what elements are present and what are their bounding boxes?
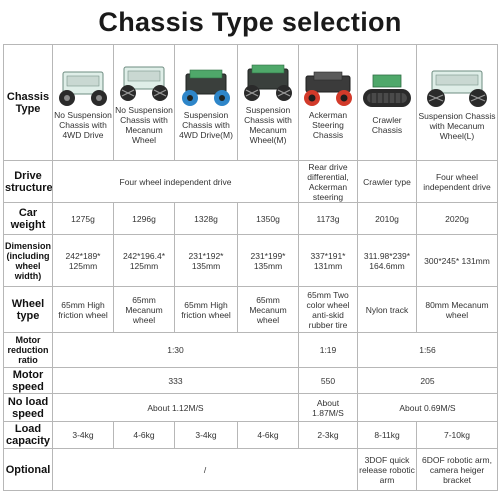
dimension-0: 242*189* 125mm xyxy=(52,234,114,287)
row-drive-structure: Drive structure Four wheel independent d… xyxy=(3,160,498,203)
weight-1: 1296g xyxy=(113,202,175,235)
header-wheel-type: Wheel type xyxy=(3,286,53,333)
chassis-image-2 xyxy=(182,69,230,106)
load-6: 7-10kg xyxy=(416,421,498,449)
chassis-image-3 xyxy=(244,64,292,101)
load-4: 2-3kg xyxy=(298,421,358,449)
weight-3: 1350g xyxy=(237,202,299,235)
load-5: 8-11kg xyxy=(357,421,417,449)
header-load-capacity: Load capacity xyxy=(3,421,53,449)
weight-4: 1173g xyxy=(298,202,358,235)
optional-crawler: 3DOF quick release robotic arm xyxy=(357,448,417,491)
header-optional: Optional xyxy=(3,448,53,491)
dimension-2: 231*192* 135mm xyxy=(174,234,238,287)
header-chassis-type: Chassis Type xyxy=(3,44,53,161)
chassis-cell-0: No Suspension Chassis with 4WD Drive xyxy=(52,44,114,161)
chassis-name-6: Suspension Chassis with Mecanum Wheel(L) xyxy=(418,110,496,141)
wheel-6: 80mm Mecanum wheel xyxy=(416,286,498,333)
row-optional: Optional / 3DOF quick release robotic ar… xyxy=(3,448,498,491)
header-drive-structure: Drive structure xyxy=(3,160,53,203)
chassis-name-5: Crawler Chassis xyxy=(371,114,403,135)
chassis-image-5 xyxy=(363,74,411,107)
row-chassis-type: Chassis Type No Suspension Chassis with … xyxy=(3,44,498,161)
chassis-cell-4: Ackerman Steering Chassis xyxy=(298,44,358,161)
header-car-weight: Car weight xyxy=(3,202,53,235)
optional-a: / xyxy=(52,448,358,491)
row-wheel-type: Wheel type 65mm High friction wheel 65mm… xyxy=(3,286,498,333)
chassis-cell-3: Suspension Chassis with Mecanum Wheel(M) xyxy=(237,44,299,161)
load-1: 4-6kg xyxy=(113,421,175,449)
dimension-5: 311.98*239* 164.6mm xyxy=(357,234,417,287)
motor-speed-b: 550 xyxy=(298,367,358,394)
chassis-image-6 xyxy=(427,70,487,107)
chassis-name-0: No Suspension Chassis with 4WD Drive xyxy=(54,109,112,140)
row-load-capacity: Load capacity 3-4kg 4-6kg 3-4kg 4-6kg 2-… xyxy=(3,421,498,449)
chassis-cell-2: Suspension Chassis with 4WD Drive(M) xyxy=(174,44,238,161)
load-3: 4-6kg xyxy=(237,421,299,449)
reduction-ratio-a: 1:30 xyxy=(52,332,299,368)
row-reduction-ratio: Motor reduction ratio 1:30 1:19 1:56 xyxy=(3,332,498,368)
chassis-image-1 xyxy=(120,66,168,101)
wheel-0: 65mm High friction wheel xyxy=(52,286,114,333)
drive-structure-four-wheel: Four wheel independent drive xyxy=(52,160,299,203)
weight-2: 1328g xyxy=(174,202,238,235)
reduction-ratio-b: 1:19 xyxy=(298,332,358,368)
chassis-cell-6: Suspension Chassis with Mecanum Wheel(L) xyxy=(416,44,498,161)
row-dimension: Dimension (including wheel width) 242*18… xyxy=(3,234,498,287)
header-no-load-speed: No load speed xyxy=(3,393,53,422)
row-car-weight: Car weight 1275g 1296g 1328g 1350g 1173g… xyxy=(3,202,498,235)
wheel-3: 65mm Mecanum wheel xyxy=(237,286,299,333)
dimension-4: 337*191* 131mm xyxy=(298,234,358,287)
no-load-speed-c: About 0.69M/S xyxy=(357,393,498,422)
motor-speed-a: 333 xyxy=(52,367,299,394)
wheel-1: 65mm Mecanum wheel xyxy=(113,286,175,333)
reduction-ratio-c: 1:56 xyxy=(357,332,498,368)
chassis-image-4 xyxy=(304,71,352,106)
row-no-load-speed: No load speed About 1.12M/S About 1.87M/… xyxy=(3,393,498,422)
no-load-speed-a: About 1.12M/S xyxy=(52,393,299,422)
header-dimension: Dimension (including wheel width) xyxy=(3,234,53,287)
no-load-speed-b: About 1.87M/S xyxy=(298,393,358,422)
header-motor-speed: Motor speed xyxy=(3,367,53,394)
chassis-name-4: Ackerman Steering Chassis xyxy=(308,109,348,140)
dimension-1: 242*196.4* 125mm xyxy=(113,234,175,287)
page-title: Chassis Type selection xyxy=(98,7,402,37)
dimension-3: 231*199* 135mm xyxy=(237,234,299,287)
chassis-name-1: No Suspension Chassis with Mecanum Wheel xyxy=(115,104,173,145)
weight-0: 1275g xyxy=(52,202,114,235)
wheel-4: 65mm Two color wheel anti-skid rubber ti… xyxy=(298,286,358,333)
weight-5: 2010g xyxy=(357,202,417,235)
chassis-name-3: Suspension Chassis with Mecanum Wheel(M) xyxy=(244,104,292,145)
drive-structure-ackerman: Rear drive differential, Ackerman steeri… xyxy=(298,160,358,203)
chassis-image-0 xyxy=(59,71,107,106)
row-motor-speed: Motor speed 333 550 205 xyxy=(3,367,498,394)
wheel-5: Nylon track xyxy=(357,286,417,333)
dimension-6: 300*245* 131mm xyxy=(416,234,498,287)
motor-speed-c: 205 xyxy=(357,367,498,394)
drive-structure-mecanum-l: Four wheel independent drive xyxy=(416,160,498,203)
header-reduction-ratio: Motor reduction ratio xyxy=(3,332,53,368)
chassis-name-2: Suspension Chassis with 4WD Drive(M) xyxy=(179,109,233,140)
load-2: 3-4kg xyxy=(174,421,238,449)
wheel-2: 65mm High friction wheel xyxy=(174,286,238,333)
drive-structure-crawler: Crawler type xyxy=(357,160,417,203)
optional-mecanum-l: 6DOF robotic arm, camera heiger bracket xyxy=(416,448,498,491)
chassis-cell-1: No Suspension Chassis with Mecanum Wheel xyxy=(113,44,175,161)
chassis-spec-table: Chassis Type No Suspension Chassis with … xyxy=(3,44,498,491)
chassis-cell-5: Crawler Chassis xyxy=(357,44,417,161)
weight-6: 2020g xyxy=(416,202,498,235)
load-0: 3-4kg xyxy=(52,421,114,449)
